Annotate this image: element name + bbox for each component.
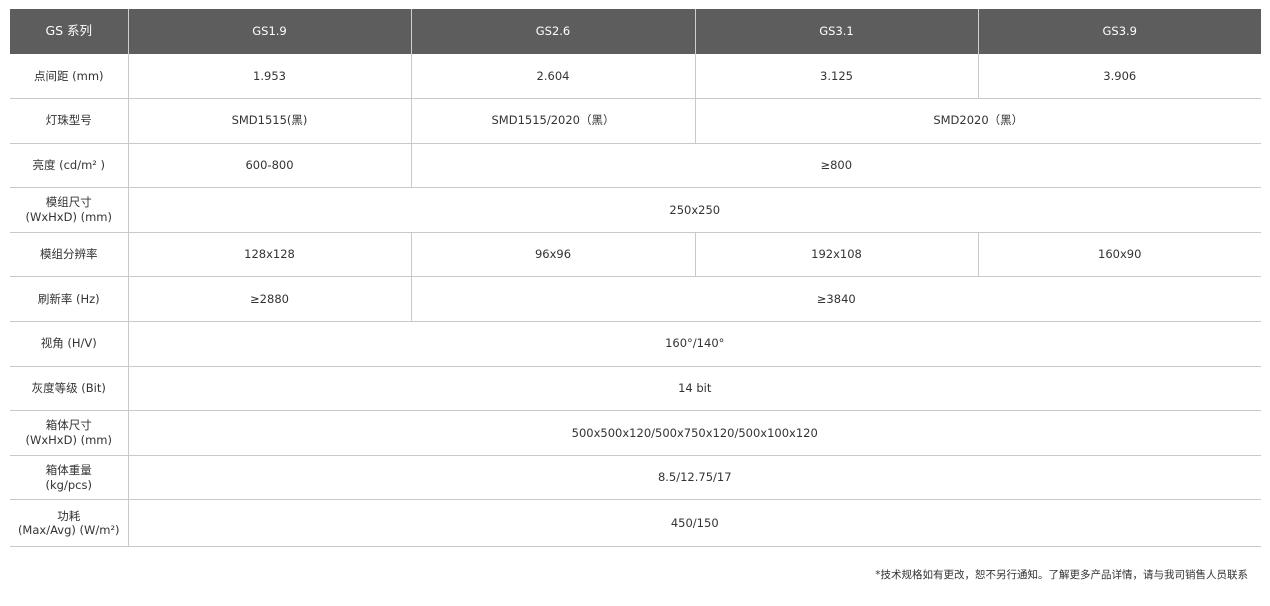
spec-table: GS 系列 GS1.9 GS2.6 GS3.1 GS3.9 点间距 (mm) 1… (10, 9, 1261, 548)
row-label-line: 模组尺寸 (45, 195, 92, 210)
row-refresh: 刷新率 (Hz) ≥2880 ≥3840 (10, 276, 1261, 323)
model-header-gs1-9: GS1.9 (127, 9, 411, 54)
row-label-module-res: 模组分辨率 (10, 232, 129, 278)
model-header-gs3-1: GS3.1 (694, 9, 978, 54)
row-cabinet-weight: 箱体重量 (kg/pcs) 8.5/12.75/17 (10, 455, 1261, 501)
row-label-view-angle: 视角 (H/V) (10, 321, 129, 367)
series-header: GS 系列 (10, 9, 128, 54)
cell-module-res-gs2-6: 96x96 (410, 232, 695, 278)
row-led: 灯珠型号 SMD1515(黑) SMD1515/2020（黑） SMD2020（… (10, 98, 1261, 144)
cell-brightness-gs1-9: 600-800 (127, 143, 411, 189)
cell-module-size: 250x250 (127, 187, 1261, 233)
cell-cabinet-size: 500x500x120/500x750x120/500x100x120 (127, 410, 1261, 456)
cell-module-res-gs3-9: 160x90 (977, 232, 1261, 278)
cell-refresh-others: ≥3840 (410, 276, 1261, 323)
cell-refresh-gs1-9: ≥2880 (127, 276, 411, 323)
cell-pitch-gs2-6: 2.604 (410, 54, 695, 100)
row-label-line: (Max/Avg) (W/m²) (17, 523, 120, 538)
cell-led-gs2-6: SMD1515/2020（黑） (410, 98, 695, 144)
row-label-line: (WxHxD) (mm) (25, 433, 113, 448)
cell-pitch-gs1-9: 1.953 (127, 54, 411, 100)
cell-cabinet-weight: 8.5/12.75/17 (127, 455, 1261, 501)
model-header-gs2-6: GS2.6 (410, 9, 695, 54)
row-label-pitch: 点间距 (mm) (10, 54, 129, 100)
row-brightness: 亮度 (cd/m² ) 600-800 ≥800 (10, 143, 1261, 189)
cell-grayscale: 14 bit (127, 366, 1261, 412)
row-cabinet-size: 箱体尺寸 (WxHxD) (mm) 500x500x120/500x750x12… (10, 410, 1261, 456)
cell-module-res-gs3-1: 192x108 (694, 232, 978, 278)
row-label-line: 功耗 (57, 508, 81, 523)
cell-led-gs3: SMD2020（黑） (694, 98, 1261, 144)
cell-pitch-gs3-1: 3.125 (694, 54, 978, 100)
row-label-power: 功耗 (Max/Avg) (W/m²) (10, 499, 129, 548)
cell-module-res-gs1-9: 128x128 (127, 232, 411, 278)
row-label-module-size: 模组尺寸 (WxHxD) (mm) (10, 187, 129, 233)
row-label-cabinet-weight: 箱体重量 (kg/pcs) (10, 455, 129, 501)
row-label-cabinet-size: 箱体尺寸 (WxHxD) (mm) (10, 410, 129, 456)
row-label-line: (WxHxD) (mm) (25, 210, 113, 225)
header-row: GS 系列 GS1.9 GS2.6 GS3.1 GS3.9 (10, 9, 1261, 54)
row-module-size: 模组尺寸 (WxHxD) (mm) 250x250 (10, 187, 1261, 233)
row-pitch: 点间距 (mm) 1.953 2.604 3.125 3.906 (10, 54, 1261, 100)
row-label-line: (kg/pcs) (45, 477, 92, 492)
cell-pitch-gs3-9: 3.906 (977, 54, 1261, 100)
row-label-grayscale: 灰度等级 (Bit) (10, 366, 129, 412)
row-label-line: 箱体尺寸 (45, 418, 92, 433)
row-label-brightness: 亮度 (cd/m² ) (10, 143, 129, 189)
row-view-angle: 视角 (H/V) 160°/140° (10, 321, 1261, 367)
cell-power: 450/150 (127, 499, 1261, 548)
row-label-led: 灯珠型号 (10, 98, 129, 144)
model-header-gs3-9: GS3.9 (977, 9, 1261, 54)
row-module-res: 模组分辨率 128x128 96x96 192x108 160x90 (10, 232, 1261, 278)
row-grayscale: 灰度等级 (Bit) 14 bit (10, 366, 1261, 412)
cell-brightness-others: ≥800 (410, 143, 1261, 189)
row-label-refresh: 刷新率 (Hz) (10, 276, 129, 323)
cell-view-angle: 160°/140° (127, 321, 1261, 367)
row-power: 功耗 (Max/Avg) (W/m²) 450/150 (10, 499, 1261, 548)
cell-led-gs1-9: SMD1515(黑) (127, 98, 411, 144)
row-label-line: 箱体重量 (45, 462, 92, 477)
footnote: *技术规格如有更改，恕不另行通知。了解更多产品详情，请与我司销售人员联系 (875, 569, 1248, 581)
